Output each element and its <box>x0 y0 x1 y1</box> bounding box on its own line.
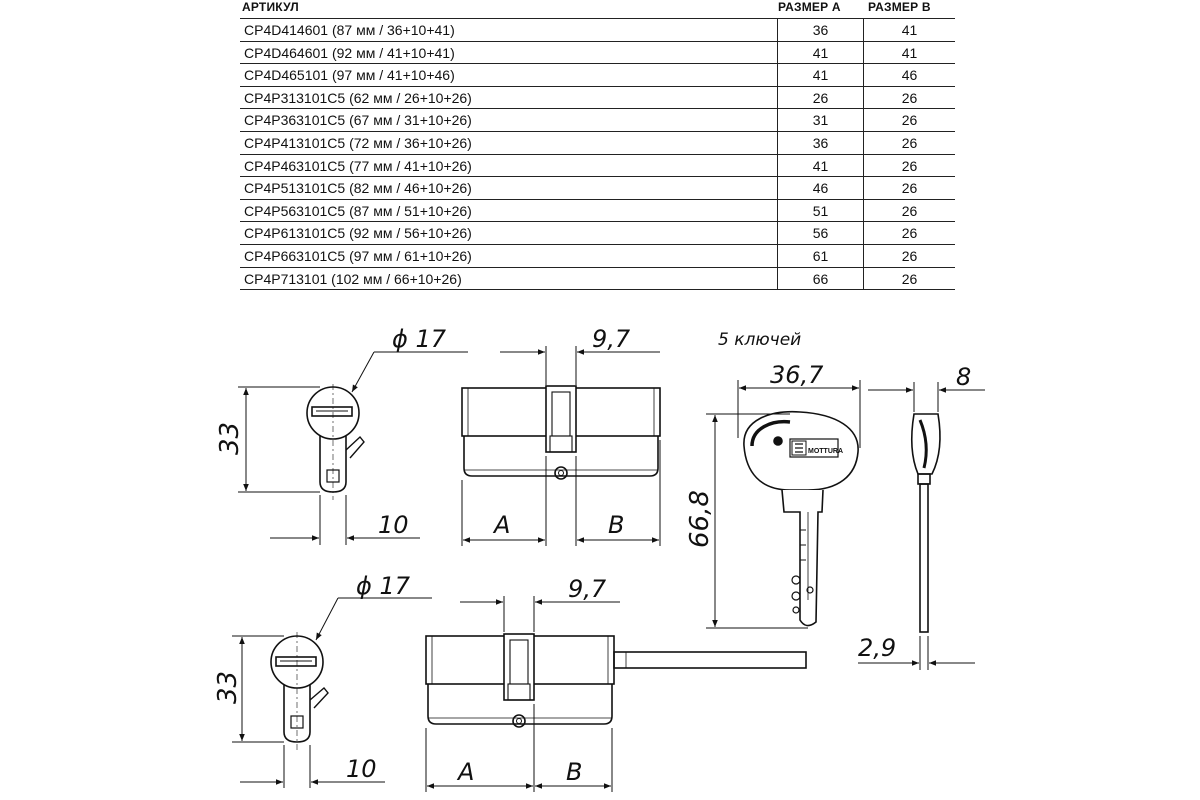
key-width-label: 36,7 <box>770 361 824 389</box>
table-row: CP4P563101C5 (87 мм / 51+10+26)51 26 <box>240 199 955 223</box>
table-row: CP4P613101C5 (92 мм / 56+10+26)56 26 <box>240 222 955 245</box>
article-cell: CP4D464601 (92 мм / 41+10+41) <box>240 41 778 64</box>
table-row: CP4D465101 (97 мм / 41+10+46)41 46 <box>240 64 955 87</box>
article-cell: CP4D414601 (87 мм / 36+10+41) <box>240 19 778 41</box>
cylinder-side-view-bottom <box>425 633 807 728</box>
cylinder-side-view-top <box>461 385 661 480</box>
table-row: CP4P363101C5 (67 мм / 31+10+26)31 26 <box>240 109 955 132</box>
size-b-cell: 26 <box>901 180 918 197</box>
size-b-cell: 46 <box>901 67 918 84</box>
diameter-label-top: ϕ 17 <box>392 325 447 353</box>
table-row: CP4D414601 (87 мм / 36+10+41)36 41 <box>240 19 955 42</box>
size-b-cell: 41 <box>901 44 918 61</box>
table-row: CP4P463101C5 (77 мм / 41+10+26)41 26 <box>240 154 955 178</box>
header-size-b: РАЗМЕР В <box>868 0 931 14</box>
cylinder-front-view-top <box>306 384 365 500</box>
key-length-label: 66,8 <box>685 490 715 548</box>
article-cell: CP4P713101 (102 мм / 66+10+26) <box>240 267 778 290</box>
article-cell: CP4P513101C5 (82 мм / 46+10+26) <box>240 177 778 199</box>
label-a-top: A <box>492 511 510 539</box>
size-a-cell: 56 <box>778 222 864 244</box>
header-size-a: РАЗМЕР А <box>778 0 841 14</box>
size-b-cell: 26 <box>901 157 918 174</box>
ten-label-bottom: 10 <box>346 755 377 783</box>
size-b-cell: 26 <box>901 112 918 129</box>
label-a-bottom: A <box>456 758 474 786</box>
size-a-cell: 26 <box>778 86 864 109</box>
size-b-cell: 26 <box>901 89 918 106</box>
dims-key <box>706 380 861 629</box>
size-b-cell: 26 <box>901 134 918 151</box>
dims-side-top <box>461 346 661 546</box>
height-label-bottom: 33 <box>213 671 243 704</box>
size-b-cell: 26 <box>901 247 918 264</box>
table-row: CP4P713101 (102 мм / 66+10+26)66 26 <box>240 267 955 291</box>
key-thickness-label: 8 <box>956 363 971 391</box>
size-a-cell: 41 <box>778 154 864 177</box>
key-front-view <box>743 410 859 627</box>
article-cell: CP4P463101C5 (77 мм / 41+10+26) <box>240 154 778 177</box>
label-b-top: B <box>608 511 624 539</box>
article-cell: CP4P363101C5 (67 мм / 31+10+26) <box>240 109 778 131</box>
cam-width-label-bottom: 9,7 <box>568 575 607 603</box>
table-row: CP4P513101C5 (82 мм / 46+10+26)46 26 <box>240 177 955 200</box>
size-b-cell: 26 <box>901 225 918 242</box>
header-article: АРТИКУЛ <box>242 0 299 14</box>
cylinder-front-view-bottom <box>270 632 329 750</box>
article-cell: CP4P413101C5 (72 мм / 36+10+26) <box>240 131 778 154</box>
dims-side-bottom <box>425 596 620 792</box>
height-label-top: 33 <box>215 422 245 455</box>
size-a-cell: 41 <box>778 41 864 64</box>
size-b-cell: 41 <box>901 22 918 38</box>
ten-label-top: 10 <box>378 511 409 539</box>
article-cell: CP4P663101C5 (97 мм / 61+10+26) <box>240 244 778 267</box>
size-a-cell: 46 <box>778 177 864 199</box>
size-b-cell: 26 <box>901 202 918 219</box>
size-a-cell: 36 <box>778 19 864 41</box>
blade-thickness-label: 2,9 <box>858 634 896 662</box>
size-a-cell: 51 <box>778 199 864 222</box>
key-side-view <box>910 413 941 633</box>
dims-front-top <box>238 351 468 545</box>
size-a-cell: 36 <box>778 131 864 154</box>
size-a-cell: 31 <box>778 109 864 131</box>
dims-front-bottom <box>232 597 432 788</box>
size-a-cell: 66 <box>778 267 864 290</box>
table-row: CP4P663101C5 (97 мм / 61+10+26)61 26 <box>240 244 955 268</box>
size-a-cell: 61 <box>778 244 864 267</box>
size-b-cell: 26 <box>901 270 918 287</box>
article-cell: CP4P613101C5 (92 мм / 56+10+26) <box>240 222 778 244</box>
dims-key-side <box>858 382 985 670</box>
table-row: CP4P413101C5 (72 мм / 36+10+26)36 26 <box>240 131 955 155</box>
keys-note: 5 ключей <box>718 330 801 350</box>
label-b-bottom: B <box>566 758 582 786</box>
article-cell: CP4P563101C5 (87 мм / 51+10+26) <box>240 199 778 222</box>
cam-width-label-top: 9,7 <box>592 325 631 353</box>
diameter-label-bottom: ϕ 17 <box>356 572 411 600</box>
size-a-cell: 41 <box>778 64 864 86</box>
brand-logo-text: MOTTURA <box>808 448 843 455</box>
article-cell: CP4P313101C5 (62 мм / 26+10+26) <box>240 86 778 109</box>
article-cell: CP4D465101 (97 мм / 41+10+46) <box>240 64 778 86</box>
